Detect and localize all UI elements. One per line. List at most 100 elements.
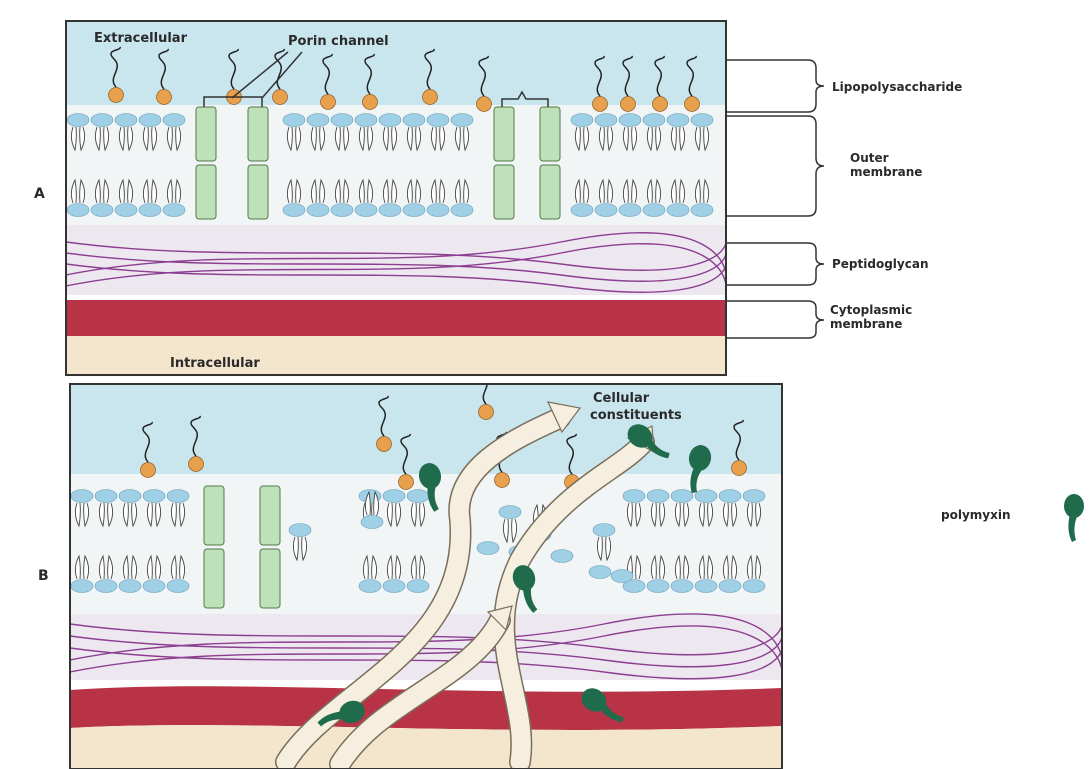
- lps-head: [479, 405, 494, 420]
- porin-block: [260, 486, 280, 545]
- lipid-head: [695, 490, 717, 503]
- lipid-head: [115, 204, 137, 217]
- lipid-head: [283, 114, 305, 127]
- lipid-head: [619, 114, 641, 127]
- lipid-head: [71, 580, 93, 593]
- lipid-head: [163, 204, 185, 217]
- lps-head: [593, 97, 608, 112]
- lipid-head: [167, 490, 189, 503]
- lipid-head: [331, 204, 353, 217]
- lps-head: [157, 90, 172, 105]
- lipid-head: [667, 114, 689, 127]
- lipid-head: [119, 580, 141, 593]
- lipid-head: [359, 580, 381, 593]
- lipid-head: [143, 580, 165, 593]
- panel-a-diagram: Extracellular Porin channel Intracellula…: [34, 21, 726, 375]
- lipid-head: [619, 204, 641, 217]
- porin-block: [260, 549, 280, 608]
- lipid-head: [67, 204, 89, 217]
- polymyxin-legend: polymyxin: [941, 494, 1084, 542]
- lipid-head: [571, 204, 593, 217]
- lipid-head: [67, 114, 89, 127]
- lipid-head: [571, 114, 593, 127]
- lps-head: [399, 475, 414, 490]
- intracellular-region: [66, 336, 726, 375]
- lipid-head: [143, 490, 165, 503]
- lipid-head: [647, 490, 669, 503]
- lipid-head: [307, 114, 329, 127]
- lipid-head: [383, 490, 405, 503]
- lipid-head: [671, 580, 693, 593]
- polymyxin-label: polymyxin: [941, 508, 1011, 522]
- lipid-head: [71, 490, 93, 503]
- cytoplasmic-label-2: membrane: [830, 317, 902, 331]
- lipid-head: [289, 524, 311, 537]
- lps-head: [477, 97, 492, 112]
- porin-block: [248, 107, 268, 161]
- porin-block: [540, 107, 560, 161]
- lipid-head: [163, 114, 185, 127]
- porin-block: [494, 107, 514, 161]
- cytoplasmic-membrane: [66, 300, 726, 336]
- lipid-head: [499, 506, 521, 519]
- porin-block: [494, 165, 514, 219]
- lipid-head: [307, 204, 329, 217]
- lipid-head: [667, 204, 689, 217]
- lps-head: [732, 461, 747, 476]
- cytoplasmic-label-1: Cytoplasmic: [830, 303, 912, 317]
- panel-b-letter: B: [38, 568, 49, 584]
- lipid-head: [283, 204, 305, 217]
- lps-head: [685, 97, 700, 112]
- bracket-cytoplasmic: [726, 301, 824, 338]
- polymyxin-icon: [1064, 494, 1084, 542]
- lipid-head: [595, 204, 617, 217]
- panel-a-letter: A: [34, 186, 45, 202]
- extracellular-label: Extracellular: [94, 31, 188, 46]
- lipid-head: [671, 490, 693, 503]
- lps-head: [621, 97, 636, 112]
- lipid-head: [643, 204, 665, 217]
- porin-block: [204, 549, 224, 608]
- lps-head: [141, 463, 156, 478]
- lipid-head: [331, 114, 353, 127]
- intracellular-label: Intracellular: [170, 356, 260, 371]
- lipid-head: [403, 114, 425, 127]
- lipid-head: [595, 114, 617, 127]
- cellular-label: Cellular: [593, 391, 650, 406]
- lipid-head: [355, 204, 377, 217]
- lipid-head: [115, 114, 137, 127]
- lps-head: [321, 95, 336, 110]
- intracellular-region-b: [70, 725, 782, 769]
- panel-b-diagram: Cellular constituents B: [38, 364, 782, 769]
- lipid-head: [427, 114, 449, 127]
- lps-head: [495, 473, 510, 488]
- layer-brackets: [726, 60, 824, 338]
- lipid-head: [91, 114, 113, 127]
- lipid-head: [355, 114, 377, 127]
- lipid-head: [647, 580, 669, 593]
- lipid-head: [95, 490, 117, 503]
- porin-block: [204, 486, 224, 545]
- lipid-head: [719, 490, 741, 503]
- lps-head: [423, 90, 438, 105]
- lipid-head: [691, 204, 713, 217]
- outer-membrane-label-1: Outer: [850, 151, 889, 165]
- lipid-head: [691, 114, 713, 127]
- lps-head: [377, 437, 392, 452]
- peptidoglycan-region: [66, 225, 726, 295]
- lipid-head: [743, 490, 765, 503]
- lipid-head: [95, 580, 117, 593]
- lipid-head: [643, 114, 665, 127]
- lipid-head: [551, 550, 573, 563]
- porin-block: [248, 165, 268, 219]
- lipid-head: [167, 580, 189, 593]
- lipid-head: [407, 490, 429, 503]
- lipid-head: [719, 580, 741, 593]
- lipid-head: [477, 542, 499, 555]
- porin-channel-label: Porin channel: [288, 34, 389, 49]
- porin-block: [196, 165, 216, 219]
- lps-head: [109, 88, 124, 103]
- lipid-head: [119, 490, 141, 503]
- lipid-head: [623, 490, 645, 503]
